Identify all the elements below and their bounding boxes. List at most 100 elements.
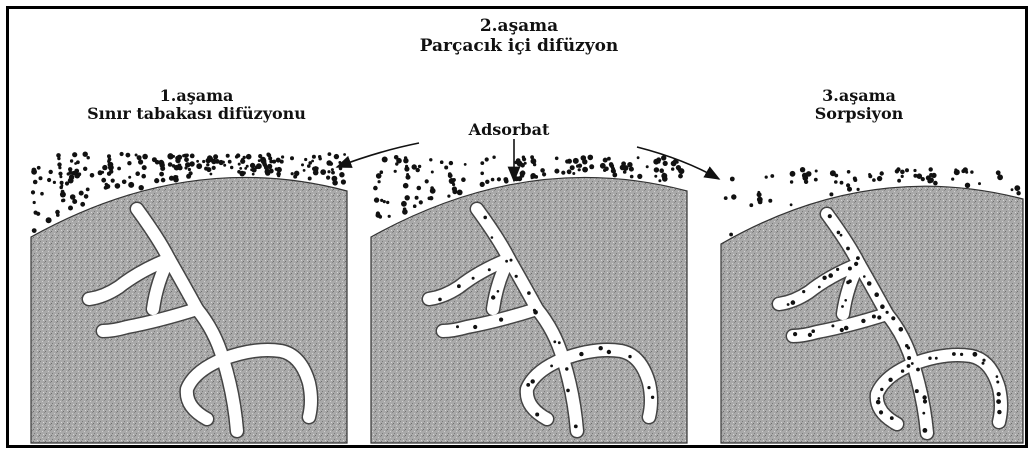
adsorbate-dot: [374, 197, 379, 202]
adsorbate-dot: [880, 171, 884, 175]
adsorbate-dot: [611, 166, 614, 169]
adsorbate-dot: [429, 158, 432, 161]
adsorbate-dot: [520, 170, 525, 175]
pore-adsorbate-dot: [960, 353, 963, 356]
stage1-number: 1.aşama: [19, 87, 374, 105]
pore-adsorbate-dot: [996, 375, 999, 378]
pore-adsorbate-dot: [982, 359, 985, 362]
adsorbate-dot: [878, 177, 881, 180]
adsorbate-dot: [31, 169, 37, 175]
adsorbate-dot: [294, 171, 299, 176]
pore-adsorbate-dot: [837, 231, 841, 235]
adsorbate-dot: [117, 167, 121, 171]
pore-adsorbate-dot: [840, 234, 843, 237]
stage1-name: Sınır tabakası difüzyonu: [19, 105, 374, 123]
adsorbate-dot: [159, 172, 164, 177]
adsorbate-dot: [504, 179, 509, 184]
adsorbate-dot: [533, 163, 536, 166]
adsorbate-dot: [56, 213, 60, 217]
adsorbate-dot: [235, 155, 239, 159]
adsorbate-dot: [202, 160, 205, 163]
adsorbate-dot: [84, 194, 89, 199]
adsorbate-dot: [115, 183, 121, 189]
pore-adsorbate-dot: [438, 298, 442, 302]
adsorbate-dot: [582, 159, 587, 164]
adsorbate-dot: [246, 165, 249, 168]
adsorbate-dot: [37, 166, 41, 170]
pore-adsorbate-dot: [831, 324, 834, 327]
adsorbate-dot: [101, 178, 106, 183]
pore-adsorbate-dot: [822, 276, 826, 280]
pore-adsorbate-dot: [899, 327, 904, 332]
adsorbate-dot: [388, 215, 391, 218]
stage1-title: 1.aşama Sınır tabakası difüzyonu: [19, 87, 374, 124]
pore-adsorbate-dot: [553, 340, 556, 343]
diagram-frame: 2.aşama Parçacık içi difüzyon 1.aşama Sı…: [6, 6, 1028, 448]
pore-adsorbate-dot: [922, 395, 926, 399]
adsorbate-dot: [61, 184, 64, 187]
pore-adsorbate-dot: [922, 412, 925, 415]
adsorbate-dot: [303, 169, 306, 172]
adsorbate-dot: [573, 158, 579, 164]
adsorbate-dot: [47, 178, 51, 182]
adsorbate-dot: [161, 178, 166, 183]
pore-adsorbate-dot: [856, 256, 860, 260]
adsorbate-dot: [913, 169, 916, 172]
pore-adsorbate-dot: [872, 315, 876, 319]
adsorbate-dot: [108, 165, 114, 171]
pore-adsorbate-dot: [923, 428, 928, 433]
adsorbate-dot: [87, 156, 90, 159]
adsorbate-dot: [178, 165, 183, 170]
adsorbate-dot: [965, 183, 970, 188]
pore-adsorbate-dot: [647, 386, 650, 389]
adsorbate-dot: [160, 163, 165, 168]
adsorbate-dot: [394, 170, 397, 173]
adsorbate-dot: [404, 166, 409, 171]
adsorbate-dot: [654, 167, 659, 172]
pore-adsorbate-dot: [599, 346, 603, 350]
pore-adsorbate-dot: [996, 381, 999, 384]
adsorbate-dot: [190, 154, 195, 159]
pore-adsorbate-dot: [510, 259, 513, 262]
pore-adsorbate-dot: [846, 247, 850, 251]
adsorbate-dot: [900, 170, 905, 175]
pore-adsorbate-dot: [982, 362, 985, 365]
adsorbate-dot: [572, 172, 575, 175]
adsorbate-dot: [312, 167, 316, 171]
adsorbate-dot: [757, 192, 762, 197]
pore-adsorbate-dot: [473, 325, 477, 329]
adsorbate-dot: [76, 160, 80, 164]
adsorbate-dot: [226, 154, 230, 158]
adsorbate-dot: [111, 179, 115, 183]
stage3-title: 3.aşama Sorpsiyon: [749, 87, 969, 124]
adsorbate-dot: [440, 160, 444, 164]
adsorbate-dot: [415, 196, 419, 200]
adsorbate-dot: [267, 164, 272, 169]
pore-adsorbate-dot: [505, 260, 508, 263]
adsorbate-dot: [338, 161, 341, 164]
adsorbate-dot: [223, 164, 226, 167]
adsorbate-dot: [72, 152, 77, 157]
adsorbate-dot: [107, 160, 110, 163]
adsorbate-dot: [290, 156, 294, 160]
adsorbate-dot: [334, 154, 339, 159]
adsorbate-dot: [790, 171, 796, 177]
adsorbate-dot: [419, 200, 423, 204]
pore-adsorbate-dot: [499, 318, 503, 322]
adsorbate-dot: [613, 170, 616, 173]
pore-adsorbate-dot: [531, 379, 535, 383]
adsorbate-dot: [403, 158, 408, 163]
stage3-number: 3.aşama: [749, 87, 969, 105]
panel-stage2: [371, 155, 687, 443]
pore-adsorbate-dot: [915, 389, 919, 393]
pore-adsorbate-dot: [497, 290, 500, 293]
adsorbate-dot: [281, 155, 284, 158]
adsorbate-dot: [834, 174, 838, 178]
adsorbate-dot: [301, 163, 304, 166]
adsorbate-dot: [480, 172, 484, 176]
pore-adsorbate-dot: [535, 413, 539, 417]
adsorbate-dot: [417, 186, 422, 191]
adsorbate-dot: [83, 152, 88, 157]
adsorbate-dot: [83, 167, 87, 171]
adsorbate-dot: [72, 199, 77, 204]
